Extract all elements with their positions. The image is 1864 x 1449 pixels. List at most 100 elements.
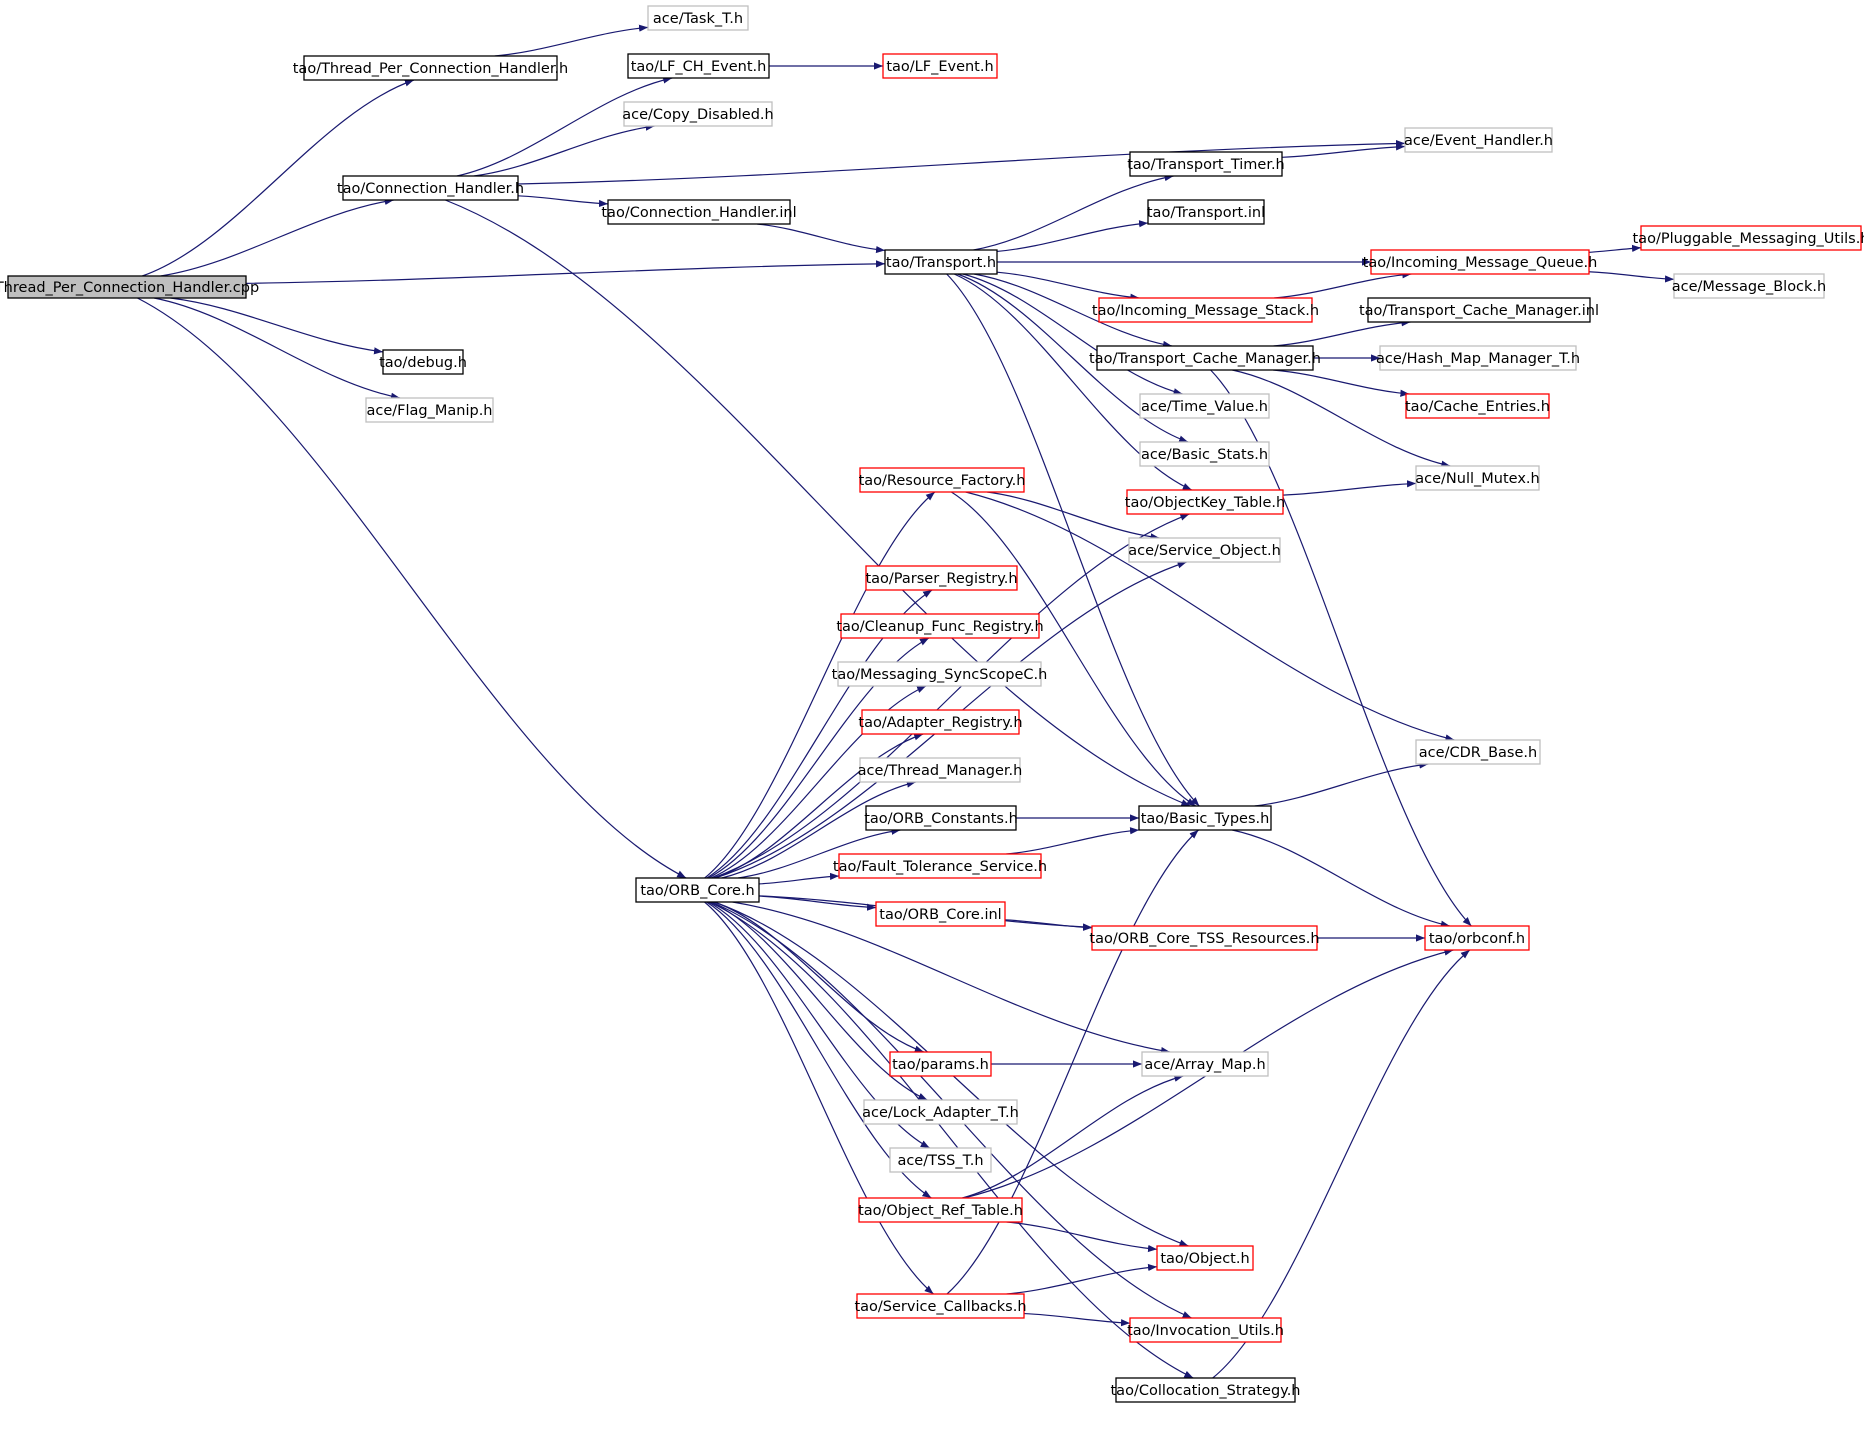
- node-orbconf[interactable]: tao/orbconf.h: [1424, 925, 1530, 951]
- node-layer: Thread_Per_Connection_Handler.cpp ace/Tas…: [0, 5, 1864, 1403]
- node-label: tao/ORB_Core.h: [640, 883, 754, 899]
- edge-conn_h-to-lf_ch: [456, 76, 673, 177]
- node-tcm[interactable]: tao/Transport_Cache_Manager.h: [1089, 345, 1321, 371]
- node-box: [1115, 1377, 1296, 1403]
- node-label: ace/Thread_Manager.h: [858, 763, 1023, 779]
- edge-svc_cb-to-object: [1006, 1263, 1158, 1295]
- node-objkey[interactable]: tao/ObjectKey_Table.h: [1125, 489, 1285, 515]
- node-root[interactable]: Thread_Per_Connection_Handler.cpp: [0, 275, 259, 299]
- edge-transport-to-time_v: [962, 273, 1183, 396]
- node-lf_ch[interactable]: tao/LF_CH_Event.h: [627, 53, 770, 79]
- node-orb_const[interactable]: tao/ORB_Constants.h: [864, 805, 1018, 831]
- node-tr_timer[interactable]: tao/Transport_Timer.h: [1127, 151, 1285, 177]
- node-label: tao/Adapter_Registry.h: [858, 715, 1022, 731]
- node-lock_ad[interactable]: ace/Lock_Adapter_T.h: [862, 1099, 1019, 1125]
- edge-conn_inl-to-transport: [757, 223, 886, 254]
- node-object[interactable]: tao/Object.h: [1156, 1245, 1254, 1271]
- node-conn_h[interactable]: tao/Connection_Handler.h: [337, 175, 524, 201]
- node-lf_ev[interactable]: tao/LF_Event.h: [882, 53, 998, 79]
- node-orb_core_inl[interactable]: tao/ORB_Core.inl: [875, 901, 1006, 927]
- node-obj_ref[interactable]: tao/Object_Ref_Table.h: [858, 1197, 1023, 1223]
- node-box: [1138, 805, 1272, 831]
- edge-inc_stack-to-inc_q: [1274, 271, 1412, 299]
- edge-orb_core-to-fault: [758, 872, 840, 885]
- node-svc_cb[interactable]: tao/Service_Callbacks.h: [854, 1293, 1027, 1319]
- edge-orb_core-to-orb_const: [737, 827, 901, 879]
- node-conn_inl[interactable]: tao/Connection_Handler.inl: [601, 199, 797, 225]
- node-label: tao/Object.h: [1160, 1251, 1249, 1267]
- node-box: [303, 55, 558, 81]
- edge-orb_core-to-objkey: [712, 513, 1190, 879]
- node-cdr_base[interactable]: ace/CDR_Base.h: [1415, 739, 1541, 765]
- node-label: tao/orbconf.h: [1429, 931, 1525, 947]
- node-box: [1673, 273, 1825, 299]
- node-tcm_inl[interactable]: tao/Transport_Cache_Manager.inl: [1359, 297, 1599, 323]
- node-box: [863, 1099, 1018, 1125]
- edge-tr_timer-to-event_h: [1281, 143, 1406, 158]
- node-copy_dis[interactable]: ace/Copy_Disabled.h: [622, 101, 774, 127]
- node-orb_tss[interactable]: tao/ORB_Core_TSS_Resources.h: [1089, 925, 1320, 951]
- node-transport[interactable]: tao/Transport.h: [884, 249, 998, 275]
- node-event_h[interactable]: ace/Event_Handler.h: [1404, 127, 1553, 153]
- node-label: ace/TSS_T.h: [897, 1153, 983, 1169]
- node-thr_mgr[interactable]: ace/Thread_Manager.h: [858, 757, 1023, 783]
- node-colloc[interactable]: tao/Collocation_Strategy.h: [1111, 1377, 1301, 1403]
- node-box: [840, 613, 1040, 639]
- node-label: tao/Pluggable_Messaging_Utils.h: [1633, 231, 1864, 247]
- edge-res_fac-to-cdr_base: [965, 491, 1455, 742]
- node-hmm[interactable]: ace/Hash_Map_Manager_T.h: [1376, 345, 1580, 371]
- node-tr_inl[interactable]: tao/Transport.inl: [1147, 199, 1265, 225]
- node-label: Thread_Per_Connection_Handler.cpp: [0, 280, 259, 296]
- node-msg_blk[interactable]: ace/Message_Block.h: [1672, 273, 1826, 299]
- node-params[interactable]: tao/params.h: [889, 1051, 992, 1077]
- node-inc_stack[interactable]: tao/Incoming_Message_Stack.h: [1092, 297, 1319, 323]
- node-task_t[interactable]: ace/Task_T.h: [647, 5, 749, 31]
- node-label: ace/Time_Value.h: [1141, 399, 1268, 415]
- node-box: [884, 249, 998, 275]
- edge-transport-to-tcm: [973, 273, 1173, 348]
- node-label: tao/ORB_Constants.h: [864, 811, 1018, 827]
- edge-root-to-debug: [170, 297, 384, 355]
- edge-root-to-conn_h: [160, 197, 394, 277]
- node-cleanup[interactable]: tao/Cleanup_Func_Registry.h: [836, 613, 1044, 639]
- node-parser[interactable]: tao/Parser_Registry.h: [865, 565, 1018, 591]
- edge-colloc-to-orbconf: [1212, 949, 1471, 1379]
- node-inc_q[interactable]: tao/Incoming_Message_Queue.h: [1363, 249, 1598, 275]
- edge-orb_core-to-lock_ad: [710, 901, 928, 1101]
- node-fault[interactable]: tao/Fault_Tolerance_Service.h: [833, 853, 1047, 879]
- node-tss_t[interactable]: ace/TSS_T.h: [889, 1147, 992, 1173]
- node-basic_stats[interactable]: ace/Basic_Stats.h: [1139, 441, 1270, 467]
- node-tpch_h[interactable]: tao/Thread_Per_Connection_Handler.h: [293, 55, 569, 81]
- node-msg_sync[interactable]: tao/Messaging_SyncScopeC.h: [832, 661, 1048, 687]
- node-res_fac[interactable]: tao/Resource_Factory.h: [859, 467, 1026, 493]
- node-label: ace/Event_Handler.h: [1404, 133, 1553, 149]
- node-label: tao/Collocation_Strategy.h: [1111, 1383, 1301, 1399]
- node-box: [838, 853, 1042, 879]
- node-null_mutex[interactable]: ace/Null_Mutex.h: [1415, 465, 1540, 491]
- node-orb_core[interactable]: tao/ORB_Core.h: [635, 877, 760, 903]
- node-debug[interactable]: tao/debug.h: [379, 349, 467, 375]
- edge-root-to-tpch_h: [142, 79, 415, 277]
- node-box: [1379, 345, 1577, 371]
- node-basic_types[interactable]: tao/Basic_Types.h: [1138, 805, 1272, 831]
- node-label: ace/Flag_Manip.h: [367, 403, 493, 419]
- edge-svc_cb-to-basic_types: [946, 829, 1199, 1295]
- node-plug[interactable]: tao/Pluggable_Messaging_Utils.h: [1633, 225, 1864, 251]
- edge-root-to-flag: [153, 297, 401, 400]
- node-label: tao/params.h: [892, 1057, 989, 1073]
- node-box: [1139, 441, 1270, 467]
- node-box: [1147, 199, 1265, 225]
- node-label: tao/LF_Event.h: [886, 59, 993, 75]
- node-svc_obj[interactable]: ace/Service_Object.h: [1128, 537, 1281, 563]
- node-cache_e[interactable]: tao/Cache_Entries.h: [1405, 393, 1550, 419]
- edge-basic_types-to-orbconf: [1232, 829, 1450, 928]
- node-time_v[interactable]: ace/Time_Value.h: [1139, 393, 1270, 419]
- node-array_map[interactable]: ace/Array_Map.h: [1141, 1051, 1269, 1077]
- node-flag[interactable]: ace/Flag_Manip.h: [365, 397, 494, 423]
- node-label: tao/Transport_Cache_Manager.inl: [1359, 303, 1599, 319]
- node-box: [858, 1197, 1023, 1223]
- node-adapter[interactable]: tao/Adapter_Registry.h: [858, 709, 1023, 735]
- node-inv_utils[interactable]: tao/Invocation_Utils.h: [1127, 1317, 1284, 1343]
- node-box: [875, 901, 1006, 927]
- edge-orb_core_inl-to-orb_tss: [1004, 919, 1093, 931]
